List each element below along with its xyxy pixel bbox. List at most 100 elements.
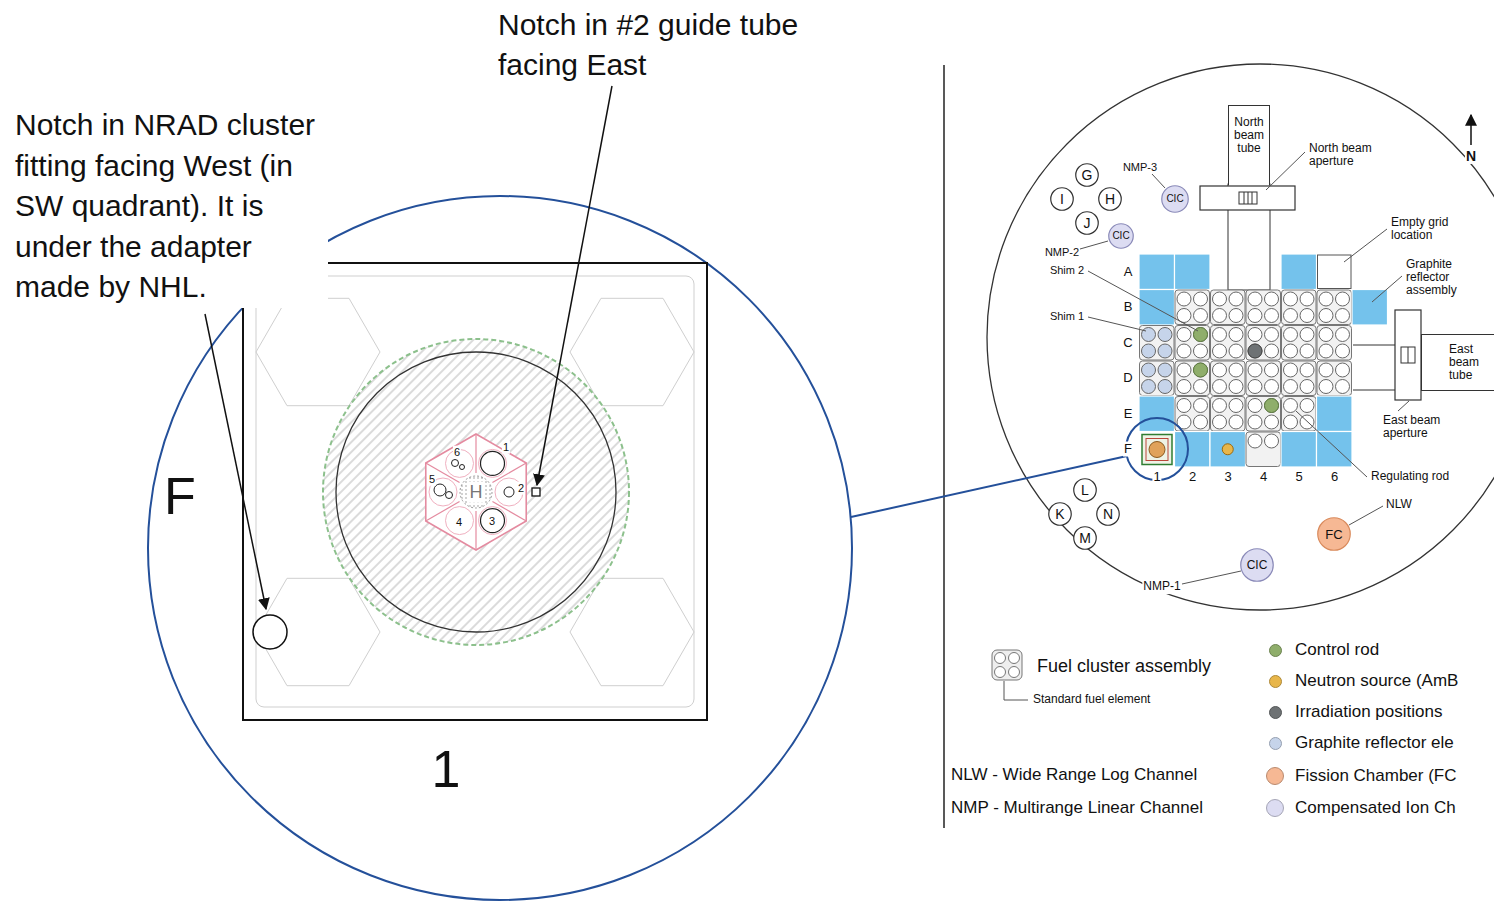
detector-position-circle: L (1073, 478, 1097, 502)
channel-label: NMP-3 (1122, 161, 1158, 174)
aperture-symbol (1239, 192, 1257, 204)
grid-column-number: 1 (431, 740, 462, 800)
grid-column-number: 6 (1330, 470, 1339, 485)
guide-tube-number: 5 (428, 473, 436, 486)
detector-position-circle: N (1096, 502, 1120, 526)
fuel-element (1300, 380, 1314, 394)
fuel-cluster-cell (1246, 432, 1281, 467)
graphite-element (1142, 380, 1156, 394)
aperture-symbol (1401, 347, 1415, 363)
guide-tube (452, 460, 459, 467)
fuel-element (1248, 415, 1262, 429)
leader-line (1398, 401, 1409, 411)
graphite-reflector-cell (1139, 396, 1175, 432)
fuel-cluster-cell (1246, 361, 1281, 396)
fuel-element (1177, 344, 1191, 358)
fuel-element (1336, 292, 1350, 306)
hatched-fitting (323, 339, 629, 645)
fuel-element (1229, 344, 1243, 358)
node-label: CIC (1247, 558, 1268, 572)
graphite-element (1142, 344, 1156, 358)
cluster-divider (475, 511, 476, 550)
callout-note: Notch in #2 guide tube facing East (497, 5, 811, 85)
neutron-source (1222, 444, 1233, 455)
center-position-letter: H (469, 482, 484, 503)
fuel-element (1177, 380, 1191, 394)
fuel-element (1194, 344, 1208, 358)
fuel-element (1284, 363, 1298, 377)
channel-label: NLW (1385, 498, 1413, 512)
fuel-element (1213, 328, 1227, 342)
core-map (851, 64, 1494, 828)
east-beam-tube-wall (1353, 345, 1395, 346)
legend-swatch (1269, 737, 1282, 750)
circle-shape (1097, 503, 1120, 526)
graphite-reflector-cell (1139, 254, 1175, 290)
grid-row-letter: C (1122, 335, 1133, 350)
guide-tube-number: 4 (455, 516, 463, 529)
abbreviation-note: NMP - Multirange Linear Channel (950, 798, 1204, 818)
fuel-element (1319, 309, 1333, 323)
fuel-cluster-cell (1282, 361, 1317, 396)
fuel-element (1265, 415, 1279, 429)
fuel-element (1248, 309, 1262, 323)
fuel-element (1213, 380, 1227, 394)
leader-line (1080, 241, 1108, 249)
fuel-element (1213, 363, 1227, 377)
circle-shape (1109, 224, 1134, 249)
graphite-reflector-cell (1210, 432, 1246, 468)
irradiation-position (1248, 344, 1262, 358)
fuel-element (1248, 344, 1262, 358)
graphite-element (1158, 363, 1172, 377)
nrad-fitting (1149, 442, 1165, 458)
fuel-element (1248, 380, 1262, 394)
fuel-cluster-cell (1175, 361, 1210, 396)
graphite-reflector-cell (1281, 432, 1317, 468)
beam-tube-box: North beam tube (1228, 105, 1270, 185)
legend-text: Fission Chamber (FC (1295, 766, 1457, 786)
leader-line (1088, 317, 1146, 331)
part-label: Regulating rod (1370, 470, 1450, 484)
legend-swatch (1266, 767, 1284, 785)
fuel-element (1194, 380, 1208, 394)
fuel-element (1194, 399, 1208, 413)
legend-swatch (1266, 799, 1284, 817)
fuel-cluster-cell (1175, 290, 1210, 325)
fuel-element (1213, 399, 1227, 413)
fuel-element (1248, 399, 1262, 413)
fuel-element (1194, 415, 1208, 429)
fuel-element (1300, 399, 1314, 413)
leader-line (1182, 571, 1241, 584)
beam-tube-box: East beam tube (1421, 334, 1494, 391)
guide-tube (481, 451, 505, 475)
circle-shape (1076, 164, 1099, 187)
grid-column-number: 3 (1223, 470, 1232, 485)
fuel-element (1336, 328, 1350, 342)
fuel-element (1213, 292, 1227, 306)
north-arrow (1470, 115, 1472, 145)
fuel-element (1248, 292, 1262, 306)
grid-column-number: 5 (1294, 470, 1303, 485)
part-label: Empty grid location (1390, 216, 1472, 242)
graphite-reflector-cell (1175, 432, 1211, 468)
guide-tube (446, 492, 453, 499)
graphite-reflector-cell (1317, 432, 1353, 468)
leader-line (1088, 271, 1198, 331)
fuel-element (1284, 292, 1298, 306)
part-label: North beam aperture (1308, 142, 1395, 168)
grid-row-letter: F (163, 467, 197, 527)
graphite-element (1158, 344, 1172, 358)
separator-line (943, 65, 945, 828)
fuel-element (1336, 344, 1350, 358)
detector-position-circle: K (1048, 502, 1072, 526)
fuel-element (1177, 292, 1191, 306)
fuel-cluster-cell (1282, 326, 1317, 361)
leader-line (1344, 229, 1387, 262)
fuel-element (1213, 309, 1227, 323)
center-position (460, 476, 492, 508)
legend-swatch (1269, 644, 1282, 657)
north-arrow-letter: N (1465, 148, 1477, 164)
graphite-reflector-cell (1139, 290, 1175, 326)
detector-position-circle: M (1073, 526, 1097, 550)
node-label: N (1103, 506, 1113, 522)
